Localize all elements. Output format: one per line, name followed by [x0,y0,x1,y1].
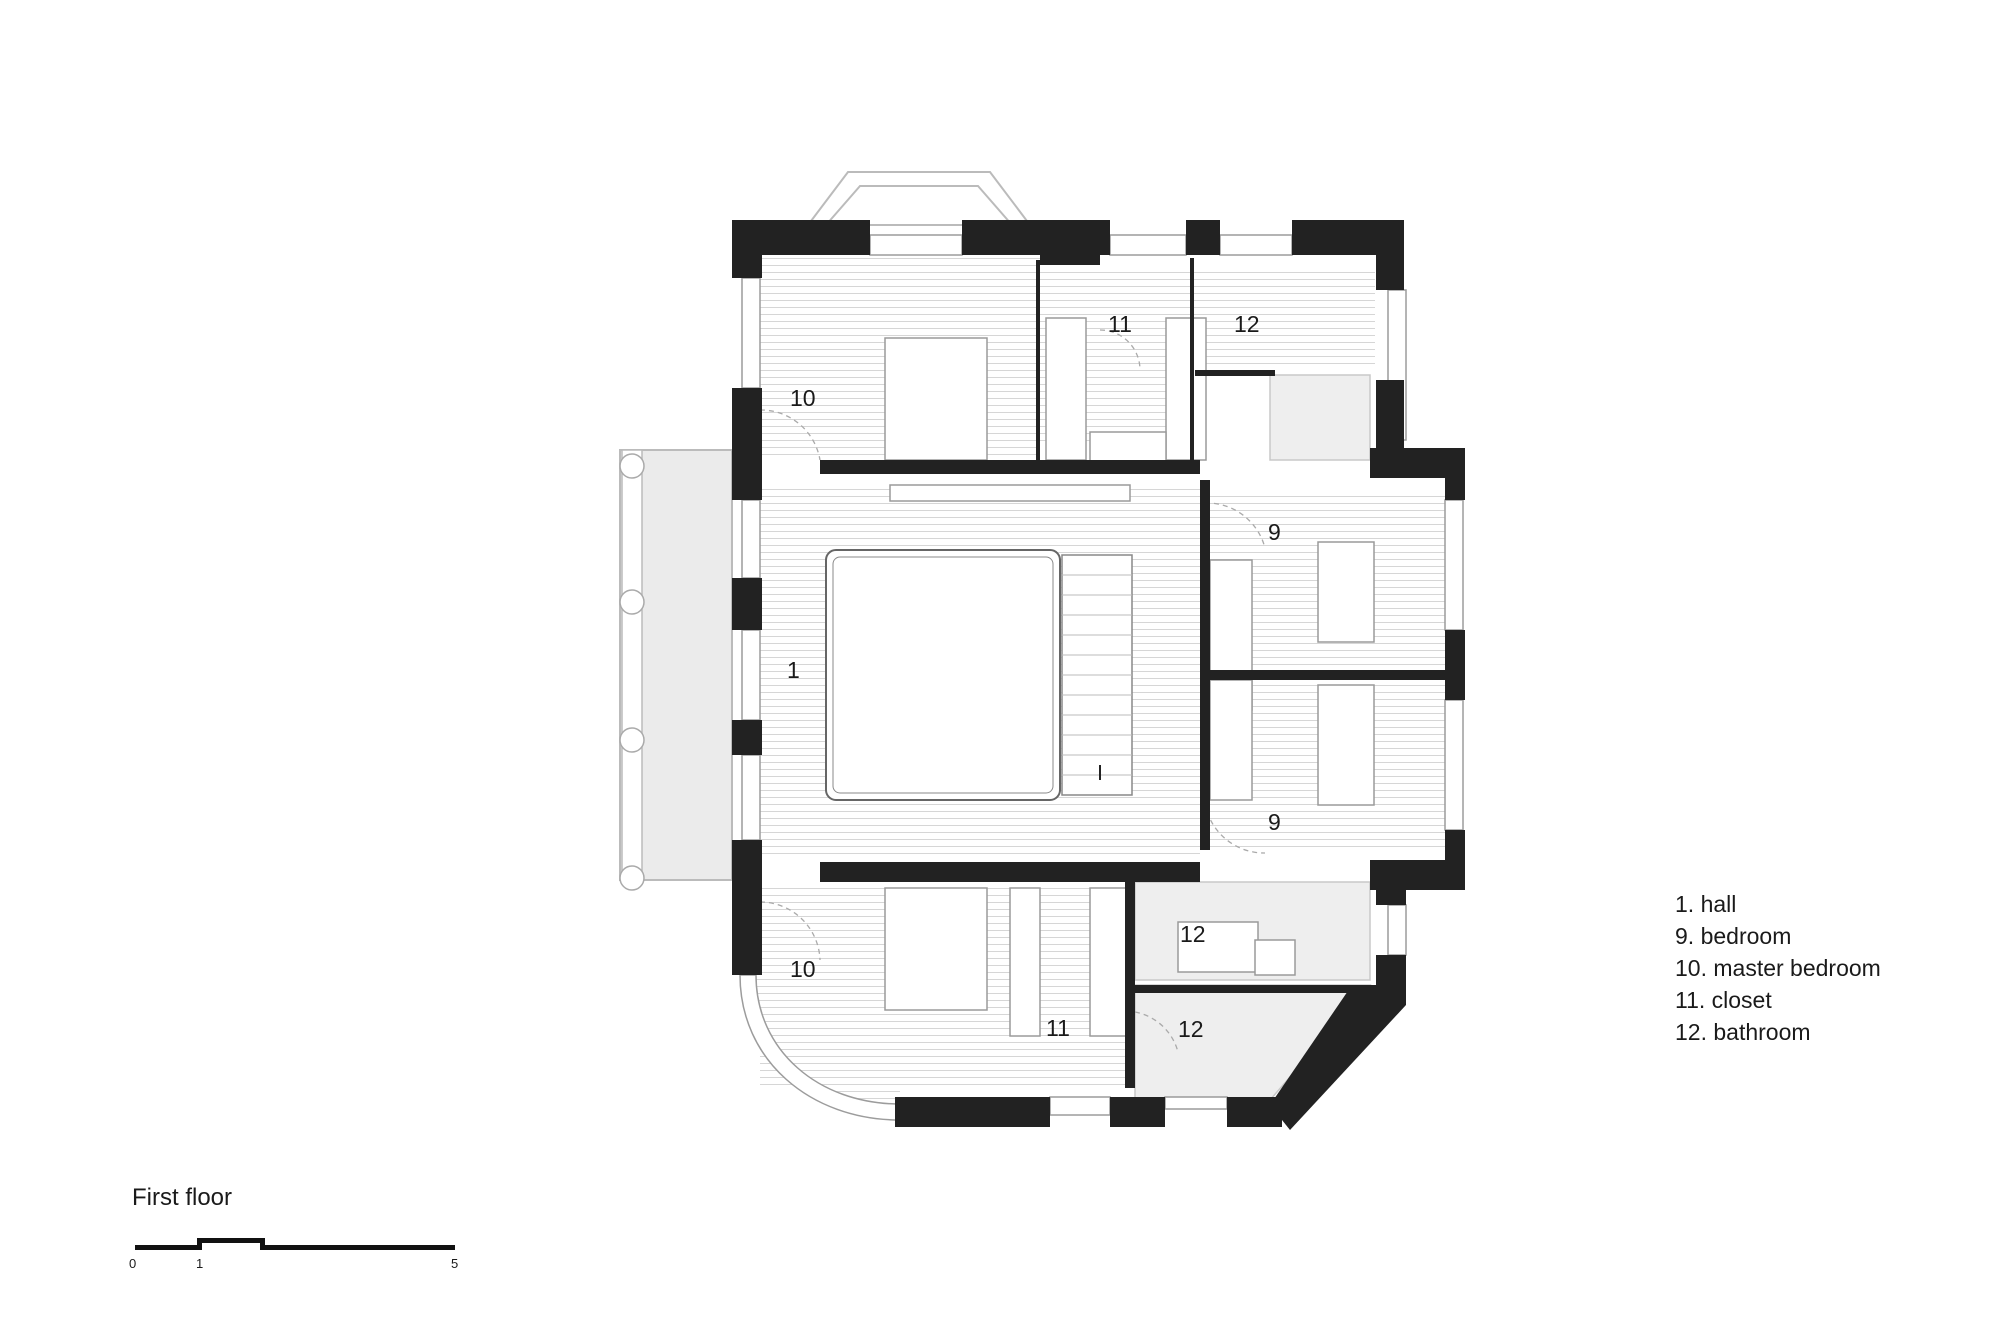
room-label-closet-lower: 11 [1046,1015,1070,1041]
room-label-master-bedroom-lower: 10 [790,956,816,982]
legend: 1. hall 9. bedroom 10. master bedroom 11… [1675,888,1881,1048]
balcony [619,449,733,891]
legend-item: 12. bathroom [1675,1019,1811,1045]
legend-item: 1. hall [1675,891,1737,917]
room-label-bathroom-mid: 12 [1180,921,1206,947]
scale-tick: 5 [451,1256,459,1271]
legend-item: 11. closet [1675,987,1772,1013]
room-label-bedroom-lower: 9 [1268,809,1281,835]
legend-item: 10. master bedroom [1675,955,1881,981]
room-label-bathroom-lower: 12 [1178,1016,1204,1042]
stair-void [825,549,1133,801]
scale-tick: 1 [196,1256,204,1271]
windows [739,234,1464,1121]
bay-window [805,171,1033,226]
furniture [884,317,1375,1110]
walls[interactable] [732,220,1465,1130]
room-labels: 1 9 9 10 10 11 11 12 12 12 [787,311,1281,1042]
bathroom-areas [1134,374,1372,1101]
room-label-closet-upper: 11 [1108,311,1132,337]
drawing-caption: First floor [132,1184,233,1211]
scale-bar [135,1238,455,1250]
legend-item: 9. bedroom [1675,923,1792,949]
scale-tick: 0 [129,1256,137,1271]
room-label-hall: 1 [787,657,800,683]
room-label-bedroom-upper: 9 [1268,519,1281,545]
room-label-bathroom-upper: 12 [1234,311,1260,337]
room-label-master-bedroom-upper: 10 [790,385,816,411]
